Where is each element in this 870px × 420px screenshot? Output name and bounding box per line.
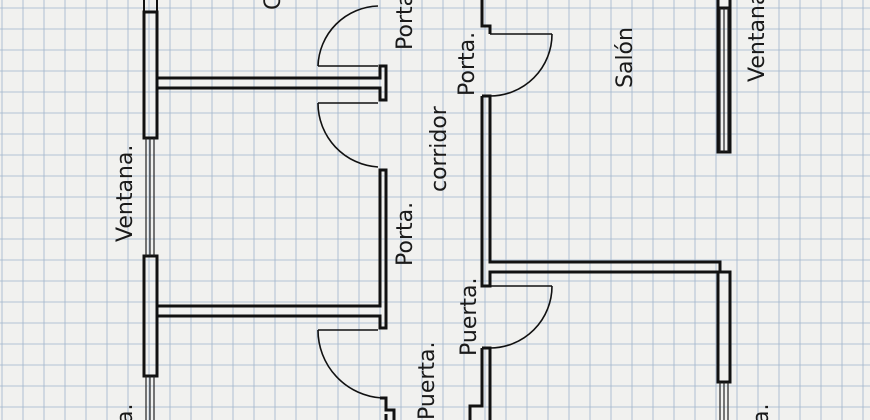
label-corridor: corridor xyxy=(427,105,452,192)
label-bottom-right-partial: a. xyxy=(749,404,774,420)
label-porta-mid: Porta. xyxy=(393,202,418,266)
window-left-lower xyxy=(145,376,155,420)
label-porta-right-top: Porta. xyxy=(455,32,480,96)
door-puerta-left xyxy=(317,329,396,420)
door-porta-mid xyxy=(317,102,379,168)
window-left-upper xyxy=(145,138,155,256)
label-puerta-left: Puerta. xyxy=(415,341,440,420)
label-puerta-right: Puerta. xyxy=(457,277,482,356)
window-right-lower xyxy=(719,382,729,420)
label-ventana-left: Ventana. xyxy=(113,145,138,242)
label-porta-top: Porta. xyxy=(393,0,418,50)
partition-wall-upper xyxy=(157,64,388,102)
label-bottom-left-partial: a. xyxy=(113,404,138,420)
label-top-partial: C xyxy=(261,0,286,10)
door-porta-top xyxy=(317,5,379,67)
window-right-upper xyxy=(719,8,729,152)
label-salon: Salón xyxy=(613,27,638,88)
label-ventana-right: Ventana. xyxy=(745,0,770,82)
partition-wall-lower xyxy=(157,168,388,330)
